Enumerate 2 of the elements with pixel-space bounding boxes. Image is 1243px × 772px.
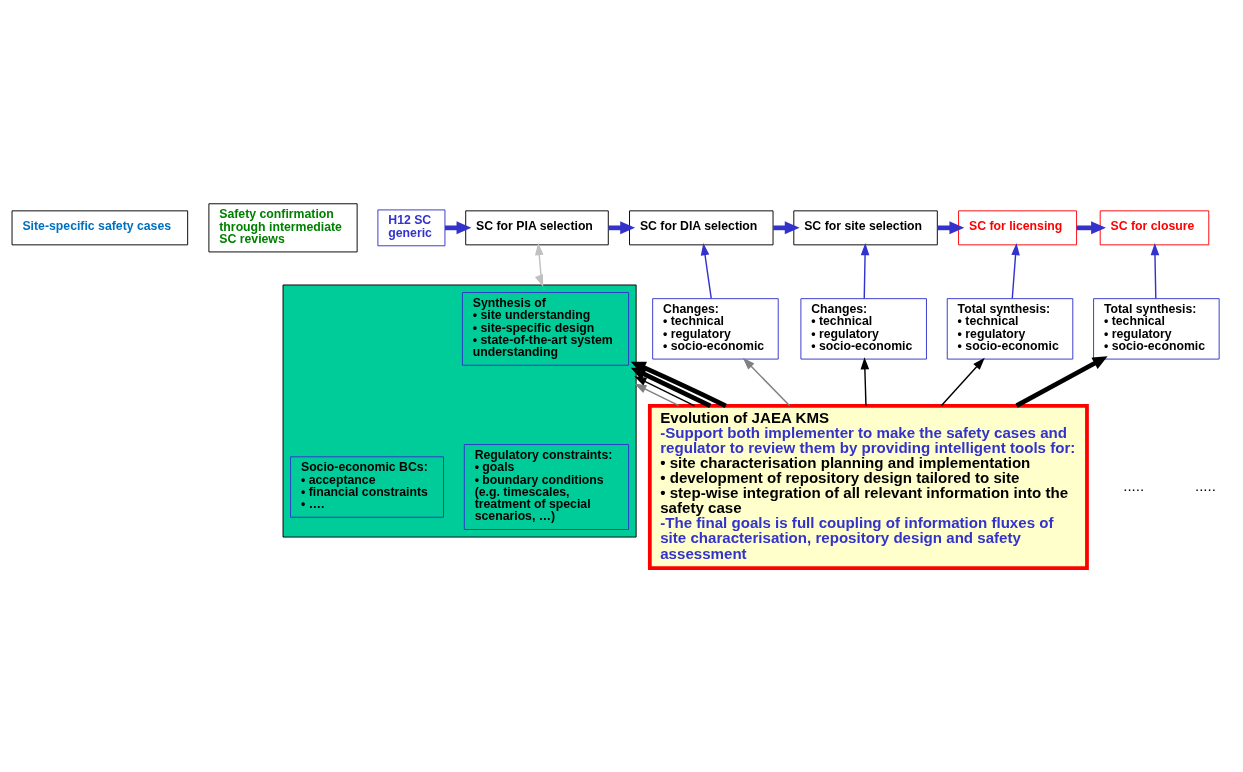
label: ..... <box>1123 476 1145 494</box>
label: ..... <box>1194 476 1216 494</box>
